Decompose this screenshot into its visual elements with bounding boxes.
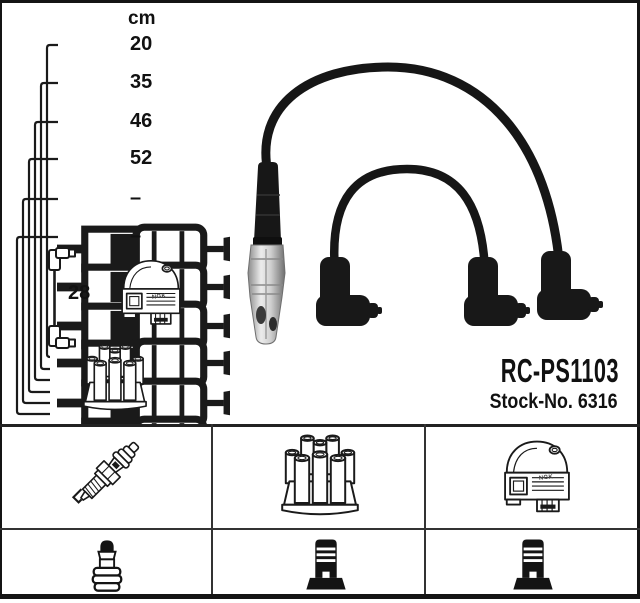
table-border-top bbox=[0, 424, 640, 427]
spark-plug-boot-icon bbox=[537, 251, 603, 320]
table-column-divider bbox=[424, 424, 426, 594]
short-ignition-cable bbox=[329, 164, 490, 276]
table-column-divider bbox=[211, 424, 213, 594]
terminal-nut-icon bbox=[88, 538, 126, 594]
table-row-divider bbox=[0, 528, 640, 530]
frame-border-bottom bbox=[0, 594, 640, 599]
metal-plug-connector bbox=[247, 162, 286, 345]
frame-border-top bbox=[0, 0, 640, 3]
cable-length-label: – bbox=[130, 187, 142, 209]
spark-plug-boot-icon bbox=[316, 257, 382, 326]
frame-border-right bbox=[637, 0, 640, 598]
coil-connector-icon bbox=[301, 537, 351, 592]
coil-wire-length-label: 28 bbox=[68, 282, 91, 304]
ignition-coil-icon bbox=[495, 432, 579, 520]
spark-plug-boot-icon bbox=[464, 257, 530, 326]
distributor-cap-icon bbox=[275, 431, 365, 521]
cable-length-label: 46 bbox=[130, 110, 153, 132]
long-ignition-cable bbox=[261, 62, 565, 276]
ignition-coil-icon bbox=[121, 259, 181, 325]
cable-length-diagram bbox=[15, 43, 230, 424]
length-unit-header: cm bbox=[128, 8, 156, 29]
coil-wire-diagram bbox=[48, 247, 76, 349]
frame-border-left bbox=[0, 0, 2, 598]
cable-length-label: 52 bbox=[130, 147, 153, 169]
coil-connector-icon bbox=[508, 537, 558, 592]
cable-length-label: 20 bbox=[130, 33, 153, 55]
spark-plug-icon bbox=[52, 428, 156, 526]
elbow-boot-icon bbox=[48, 247, 76, 271]
stock-number: Stock-No. 6316 bbox=[490, 390, 618, 413]
product-photo bbox=[247, 62, 603, 345]
cable-length-label: 35 bbox=[130, 71, 153, 93]
cable-routing-lines bbox=[15, 43, 58, 416]
cable-length-label: – bbox=[130, 225, 142, 247]
part-number: RC-PS1103 bbox=[501, 352, 619, 389]
